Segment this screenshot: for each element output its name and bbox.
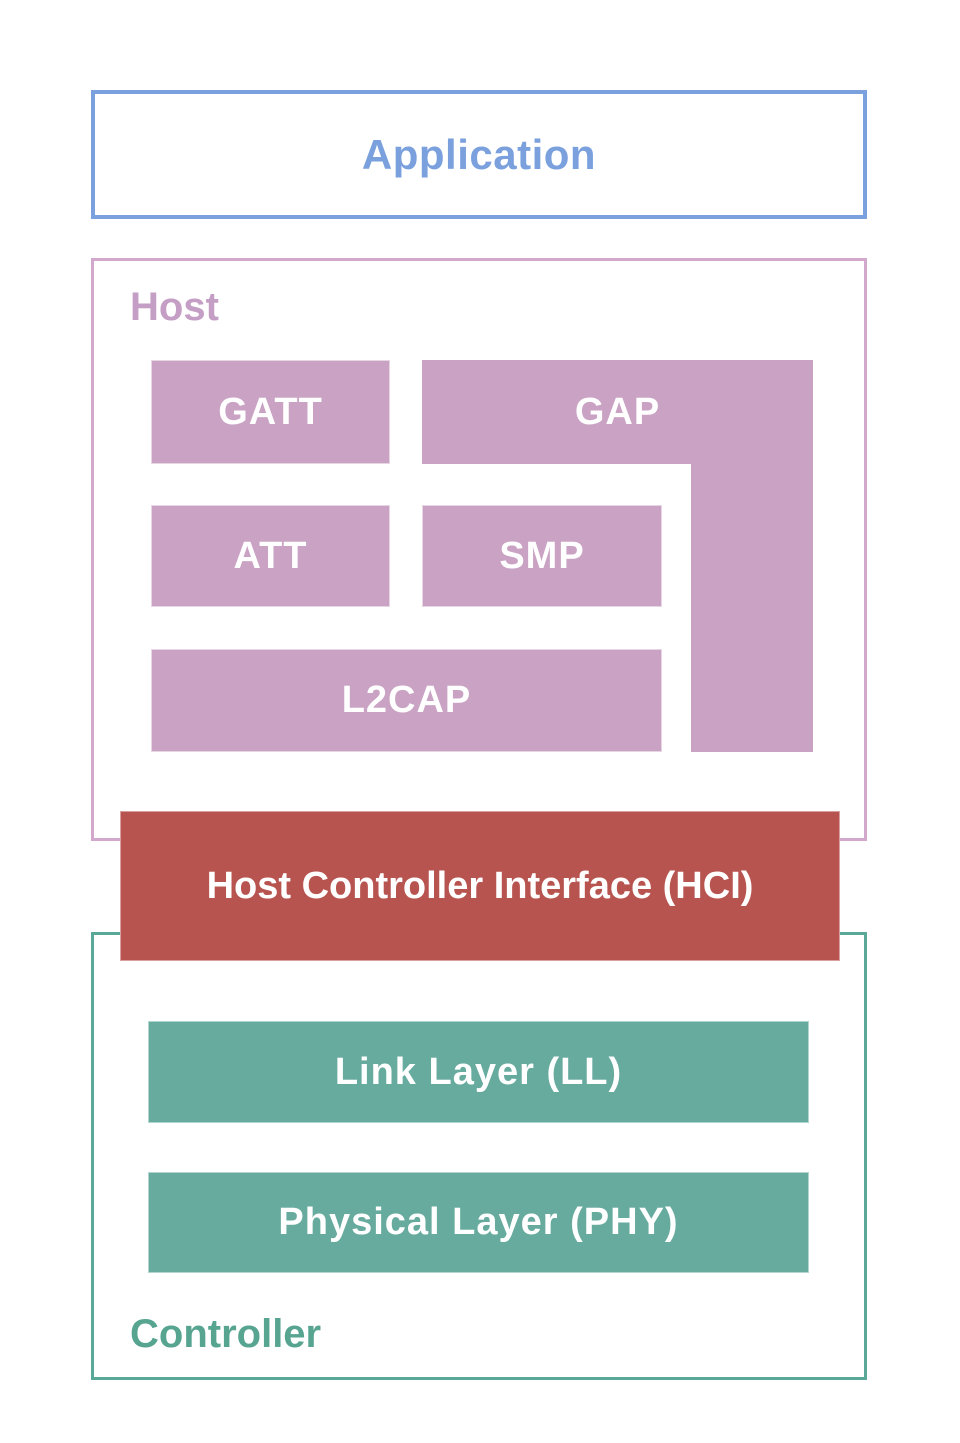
hci-label: Host Controller Interface (HCI) <box>206 864 754 907</box>
application-box: Application <box>91 90 867 219</box>
gatt-label: GATT <box>218 390 323 433</box>
smp-label: SMP <box>499 534 585 577</box>
link-layer-label: Link Layer (LL) <box>334 1050 623 1093</box>
physical-layer-label: Physical Layer (PHY) <box>278 1201 679 1243</box>
att-box: ATT <box>151 505 390 607</box>
host-label: Host <box>130 285 219 329</box>
physical-layer-box: Physical Layer (PHY) <box>148 1172 809 1273</box>
l2cap-box: L2CAP <box>151 649 662 752</box>
host-box: Host GATT GAP ATT SMP L2CAP <box>91 258 867 841</box>
controller-label: Controller <box>130 1312 322 1356</box>
gap-label-area: GAP <box>422 360 813 464</box>
application-label: Application <box>361 130 597 178</box>
gatt-box: GATT <box>151 360 390 464</box>
hci-box: Host Controller Interface (HCI) <box>120 811 840 961</box>
controller-box: Link Layer (LL) Physical Layer (PHY) Con… <box>91 932 867 1380</box>
link-layer-box: Link Layer (LL) <box>148 1021 809 1123</box>
l2cap-label: L2CAP <box>341 679 472 721</box>
smp-box: SMP <box>422 505 662 607</box>
gap-label: GAP <box>574 390 661 433</box>
att-label: ATT <box>233 534 308 577</box>
